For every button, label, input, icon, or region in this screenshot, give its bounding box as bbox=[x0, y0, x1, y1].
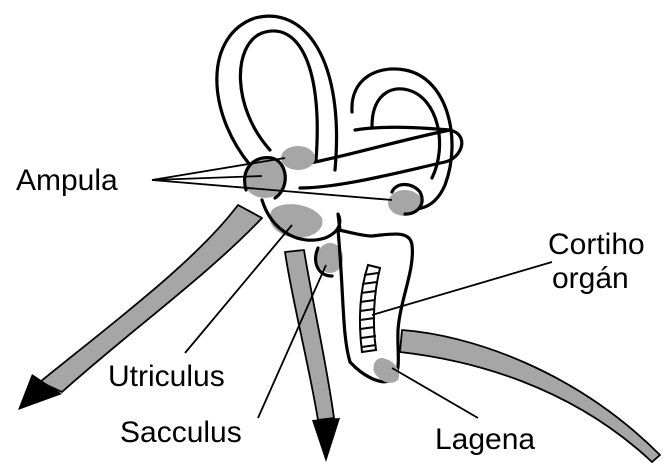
leader-cortiho bbox=[372, 262, 552, 315]
utriculus-body bbox=[270, 204, 323, 238]
label-utriculus: Utriculus bbox=[108, 360, 225, 393]
label-ampula: Ampula bbox=[16, 164, 118, 197]
vestibule bbox=[262, 200, 412, 383]
canal-anterior bbox=[217, 16, 337, 170]
label-lagena: Lagena bbox=[435, 423, 535, 456]
ampulla-top bbox=[281, 146, 315, 170]
label-sacculus: Sacculus bbox=[120, 416, 242, 449]
label-cortiho-line1: Cortiho bbox=[548, 228, 645, 261]
corti-organ bbox=[360, 265, 380, 352]
label-cortiho-line2: orgán bbox=[552, 262, 629, 295]
canal-anterior-inner bbox=[240, 31, 317, 160]
canal-lateral-inner bbox=[355, 127, 450, 130]
leader-utriculus bbox=[185, 225, 292, 353]
nerve-middle-arrowhead bbox=[312, 418, 340, 462]
leader-lagena bbox=[392, 368, 478, 418]
